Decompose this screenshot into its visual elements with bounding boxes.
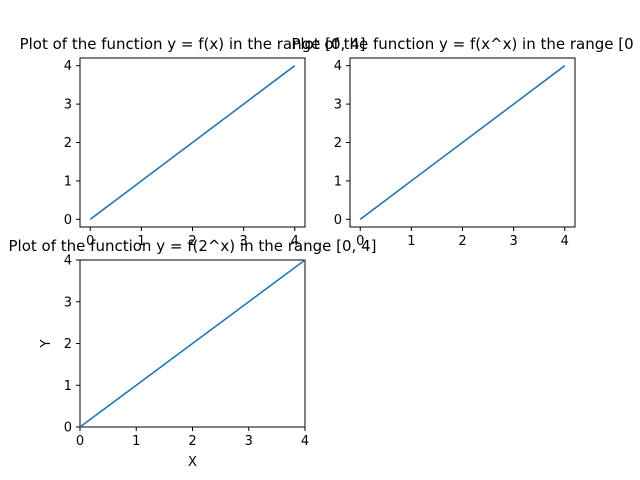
y-tick-label: 1 bbox=[64, 174, 72, 189]
x-tick-label: 0 bbox=[356, 234, 364, 249]
y-tick-label: 2 bbox=[64, 337, 72, 352]
x-tick-label: 2 bbox=[458, 234, 466, 249]
x-tick-label: 0 bbox=[76, 434, 84, 449]
series-line bbox=[89, 65, 296, 220]
y-axis-label: Y bbox=[39, 339, 54, 348]
subplot-2: 0 1 2 3 4 0 1 2 3 4 Plot of the function y = f(x^x… bbox=[291, 35, 633, 249]
subplot-1: 0 1 2 3 4 0 1 2 3 4 Plot of the function y = f(x) … bbox=[20, 35, 366, 249]
chart-title: Plot of the function y = f(x^x) in the r… bbox=[291, 35, 633, 53]
series-line bbox=[359, 65, 566, 220]
x-tick-label: 2 bbox=[188, 434, 196, 449]
x-tick-label: 0 bbox=[86, 234, 94, 249]
x-axis-label: X bbox=[188, 455, 197, 470]
x-tick-label: 4 bbox=[301, 434, 309, 449]
x-tick-label: 1 bbox=[137, 234, 145, 249]
x-tick-label: 4 bbox=[561, 234, 569, 249]
y-tick-label: 1 bbox=[334, 174, 342, 189]
y-tick-label: 3 bbox=[64, 98, 72, 113]
y-tick-label: 0 bbox=[334, 213, 342, 228]
y-tick-label: 1 bbox=[64, 379, 72, 394]
chart-title: Plot of the function y = f(x) in the ran… bbox=[20, 35, 366, 53]
y-tick-label: 0 bbox=[64, 213, 72, 228]
x-tick-label: 1 bbox=[407, 234, 415, 249]
chart-title: Plot of the function y = f(2^x) in the r… bbox=[9, 237, 377, 255]
x-tick-label: 3 bbox=[509, 234, 517, 249]
y-tick-label: 2 bbox=[334, 136, 342, 151]
x-tick-label: 3 bbox=[239, 234, 247, 249]
y-tick-label: 2 bbox=[64, 136, 72, 151]
x-tick-label: 2 bbox=[188, 234, 196, 249]
y-tick-label: 4 bbox=[334, 59, 342, 74]
x-tick-label: 3 bbox=[245, 434, 253, 449]
y-tick-label: 3 bbox=[334, 98, 342, 113]
y-tick-label: 0 bbox=[64, 421, 72, 436]
y-tick-label: 4 bbox=[64, 254, 72, 269]
y-tick-label: 3 bbox=[64, 295, 72, 310]
series-line bbox=[79, 259, 306, 428]
y-tick-label: 4 bbox=[64, 59, 72, 74]
x-tick-label: 1 bbox=[132, 434, 140, 449]
x-tick-label: 4 bbox=[291, 234, 299, 249]
